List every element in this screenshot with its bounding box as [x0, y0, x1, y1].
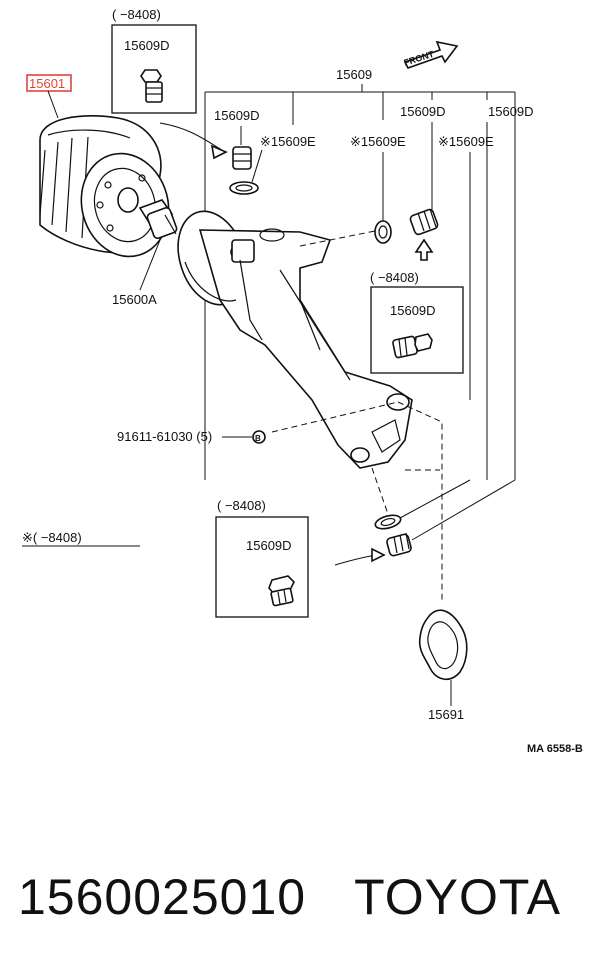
part-label-bolt: 91611-61030 (5) — [117, 429, 212, 444]
bracket-15609-top — [205, 84, 515, 93]
dashed-line-bolt — [271, 401, 399, 433]
part-label-15691: 15691 — [428, 707, 464, 722]
bolt-marker-letter: B — [255, 434, 261, 443]
gasket-ring-upper — [229, 181, 259, 195]
drain-plug-middle-illustration — [392, 333, 433, 359]
part-label-15609d-top-box: 15609D — [124, 38, 170, 53]
threaded-plug-right-illustration — [409, 208, 439, 236]
part-label-15609d-3: 15609D — [488, 104, 534, 119]
drain-plug-upper-illustration — [232, 146, 252, 170]
part-label-15609: 15609 — [336, 67, 372, 82]
arrow-head-top — [210, 144, 228, 160]
leader-15601 — [47, 90, 59, 119]
dashed-line-1 — [299, 229, 381, 247]
gasket-ring-right — [374, 220, 392, 244]
oil-pan-gasket-illustration — [418, 609, 468, 680]
range-label-middle: ( −8408) — [370, 270, 419, 285]
front-label: FRONT — [403, 49, 436, 68]
figure-code: MA 6558-B — [527, 743, 583, 755]
gasket-ring-lower-inner — [380, 517, 396, 527]
part-label-15609d-lower-box: 15609D — [246, 538, 292, 553]
bolt-marker-circle — [252, 430, 266, 444]
oil-filter-parts-diagram: ( −8408) 15609D 15601 15600A — [22, 7, 583, 755]
gasket-ring-upper-inner — [235, 184, 253, 192]
part-caption: 1560025010 TOYOTA — [18, 868, 598, 938]
part-label-15609e-2: ※15609E — [350, 134, 406, 149]
caption-part-number: 1560025010 — [18, 869, 307, 925]
part-label-15609d-1: 15609D — [214, 108, 260, 123]
arrow-head-lower — [371, 547, 386, 563]
range-label-lower: ( −8408) — [217, 498, 266, 513]
part-label-15609d-2: 15609D — [400, 104, 446, 119]
part-label-15600a: 15600A — [112, 292, 157, 307]
part-label-15609d-middle-box: 15609D — [390, 303, 436, 318]
dashed-line-3 — [371, 467, 391, 521]
oil-filter-bracket-illustration — [177, 210, 413, 469]
drain-plug-box-middle — [370, 286, 464, 374]
caption-brand: TOYOTA — [354, 869, 562, 925]
leader-to-lower-gasket — [399, 479, 471, 519]
drain-plug-top-illustration — [140, 69, 163, 103]
part-label-15609e-3: ※15609E — [438, 134, 494, 149]
arrow-up-to-plug — [414, 238, 434, 261]
part-label-15601: 15601 — [29, 76, 65, 91]
drain-plug-box-lower — [215, 516, 309, 618]
threaded-plug-lower-illustration — [386, 532, 412, 557]
leader-15609e-1 — [251, 149, 263, 183]
drain-plug-lower-illustration — [268, 575, 295, 607]
part-label-15609e-1: ※15609E — [260, 134, 316, 149]
highlighted-part-frame — [26, 74, 72, 92]
gasket-ring-right-inner — [378, 225, 388, 239]
oil-filter-illustration — [39, 115, 170, 258]
note-range-label: ※( −8408) — [22, 530, 82, 545]
leader-15600a — [139, 239, 161, 291]
range-label-top: ( −8408) — [112, 7, 161, 22]
arrow-top-box-to-plug — [159, 122, 223, 151]
gasket-ring-lower — [374, 514, 402, 530]
leader-to-lower-plug — [411, 479, 516, 541]
filter-union-illustration — [138, 199, 178, 239]
front-direction-arrow: FRONT — [403, 40, 459, 69]
